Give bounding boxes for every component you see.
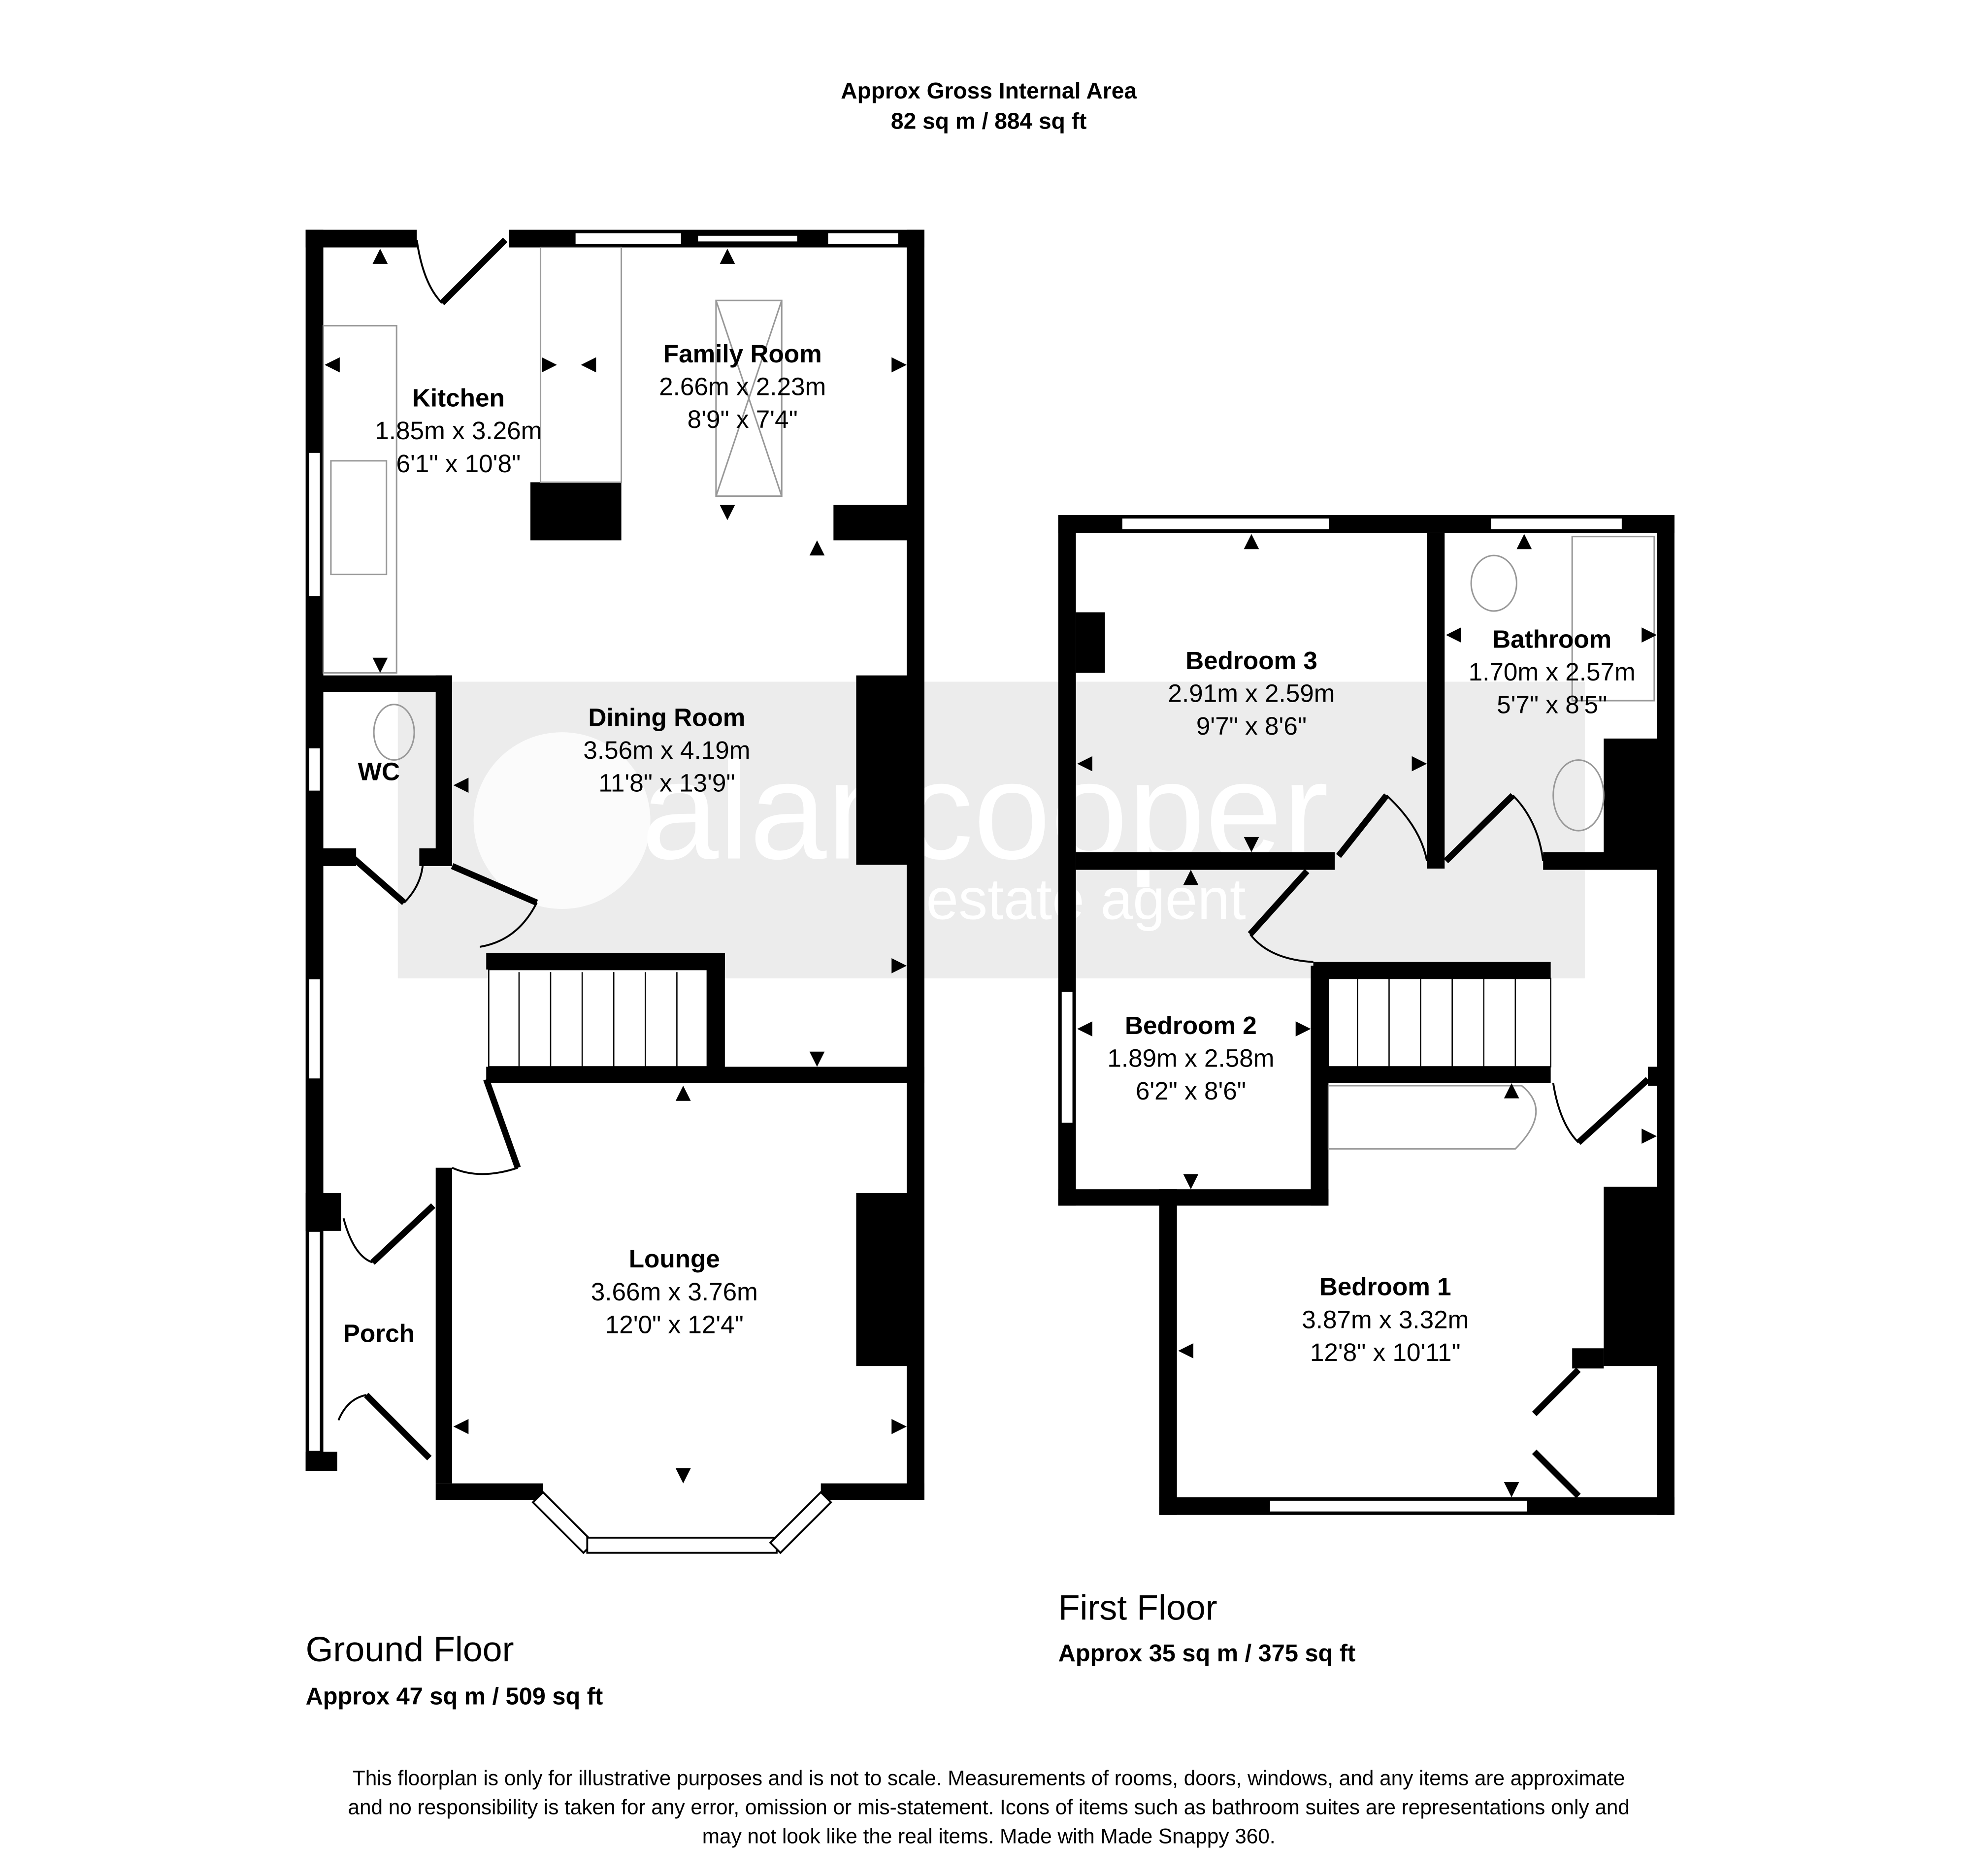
stairs	[488, 969, 708, 1067]
room-name-wc: WC	[358, 758, 400, 786]
disclaimer-line-2: and no responsibility is taken for any e…	[348, 1795, 1630, 1818]
room-metric-kitchen: 1.85m x 3.26m	[375, 417, 542, 445]
header-area: 82 sq m / 884 sq ft	[891, 108, 1087, 134]
first-floor-title: First Floor	[1058, 1588, 1217, 1628]
room-imperial-lounge: 12'0" x 12'4"	[605, 1311, 744, 1339]
room-metric-bedroom-1: 3.87m x 3.32m	[1302, 1305, 1469, 1333]
room-name-lounge: Lounge	[629, 1245, 720, 1273]
room-imperial-dining-room: 11'8" x 13'9"	[598, 769, 735, 797]
room-imperial-bedroom-2: 6'2" x 8'6"	[1136, 1077, 1246, 1105]
room-name-bathroom: Bathroom	[1492, 625, 1611, 653]
room-imperial-family-room: 8'9" x 7'4"	[688, 405, 798, 433]
room-metric-family-room: 2.66m x 2.23m	[659, 373, 826, 401]
ground-floor-title: Ground Floor	[306, 1630, 514, 1669]
ground-floor-area: Approx 47 sq m / 509 sq ft	[306, 1683, 603, 1710]
watermark-tagline: estate agent	[926, 867, 1246, 932]
first-floor-area: Approx 35 sq m / 375 sq ft	[1058, 1640, 1356, 1667]
room-metric-bathroom: 1.70m x 2.57m	[1469, 658, 1636, 686]
dimension-arrows	[325, 249, 907, 1484]
room-metric-lounge: 3.66m x 3.76m	[591, 1278, 758, 1306]
dimension-arrows	[1077, 534, 1657, 1497]
room-name-bedroom-3: Bedroom 3	[1185, 647, 1317, 675]
room-imperial-bathroom: 5'7" x 8'5"	[1497, 691, 1607, 719]
first-floor-plan: Bedroom 3 2.91m x 2.59m 9'7" x 8'6" Bath…	[1058, 515, 1674, 1515]
room-name-bedroom-2: Bedroom 2	[1125, 1011, 1257, 1039]
room-name-kitchen: Kitchen	[412, 384, 505, 412]
room-imperial-kitchen: 6'1" x 10'8"	[396, 450, 521, 478]
room-name-family-room: Family Room	[663, 340, 822, 368]
watermark: alancooper estate agent	[397, 681, 1585, 979]
room-imperial-bedroom-1: 12'8" x 10'11"	[1310, 1338, 1461, 1366]
header-title: Approx Gross Internal Area	[841, 78, 1137, 103]
room-name-bedroom-1: Bedroom 1	[1319, 1273, 1451, 1301]
stairs	[1328, 977, 1551, 1067]
disclaimer-line-3: may not look like the real items. Made w…	[702, 1824, 1276, 1847]
room-metric-bedroom-2: 1.89m x 2.58m	[1107, 1044, 1274, 1072]
disclaimer-line-1: This floorplan is only for illustrative …	[353, 1766, 1625, 1789]
room-name-dining-room: Dining Room	[588, 703, 745, 731]
room-metric-dining-room: 3.56m x 4.19m	[583, 736, 750, 764]
room-metric-bedroom-3: 2.91m x 2.59m	[1168, 679, 1335, 708]
room-imperial-bedroom-3: 9'7" x 8'6"	[1196, 712, 1307, 740]
room-name-porch: Porch	[343, 1319, 415, 1347]
ground-floor-plan: Kitchen 1.85m x 3.26m 6'1" x 10'8" Famil…	[305, 229, 924, 1554]
